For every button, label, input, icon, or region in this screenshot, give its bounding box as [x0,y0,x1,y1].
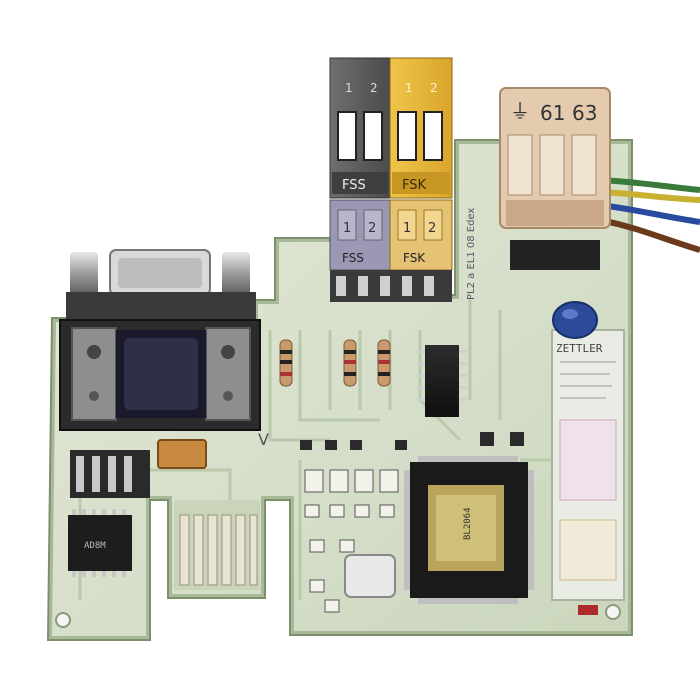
resistor-group [279,339,391,387]
ground-symbol: ⏚ [510,99,530,123]
tantalum-capacitor [157,439,207,469]
pin-61-label: 61 [540,101,565,125]
fsk-top-pin1: 1 [405,81,413,95]
fss-top-pin2: 2 [370,81,378,95]
fss-bottom-pin2: 2 [368,221,376,236]
smd-red-led [578,605,598,615]
fss-top-pin1: 1 [345,81,353,95]
terminal-block-fss-top: 1 2 FSS [329,57,391,199]
pin-63-label: 63 [572,101,597,125]
fss-bottom-label: FSS [342,251,364,265]
fsk-bottom-label: FSK [403,251,426,265]
main-processor: BL2064 [404,456,534,604]
fss-top-label: FSS [342,178,366,193]
smd-array-left [70,450,150,498]
dip-chip-small [417,345,467,417]
soic-chip-left: AD8M [68,509,132,577]
edge-connector [174,500,260,590]
terminal-block-fsk-bottom: 1 2 FSK [389,199,453,271]
fsk-top-label: FSK [402,178,427,193]
silk-vertical-text: PL2 a EL1 08 Edex [466,208,477,300]
left-chip-label: AD8M [84,541,106,551]
capacitor-blue [552,301,598,339]
terminal-block-fss-bottom: 1 2 FSS [329,199,391,271]
capacitor-highlight [562,309,578,319]
pin-header [330,270,452,302]
version-mark: V [258,430,269,449]
cpu-label: BL2064 [463,507,473,540]
fss-bottom-pin1: 1 [343,221,351,236]
crystal-oscillator [344,554,396,598]
power-connector: ⏚ 61 63 [499,87,700,270]
smd-components [304,469,399,613]
fsk-bottom-pin1: 1 [403,221,411,236]
fsk-bottom-pin2: 2 [428,221,436,236]
dsub-connector [59,249,261,431]
relay: ZETTLER [551,329,625,601]
fsk-top-pin2: 2 [430,81,438,95]
relay-brand: ZETTLER [556,342,603,355]
terminal-block-fsk-top: 1 2 FSK [389,57,453,199]
smd-dark-components [300,432,524,450]
